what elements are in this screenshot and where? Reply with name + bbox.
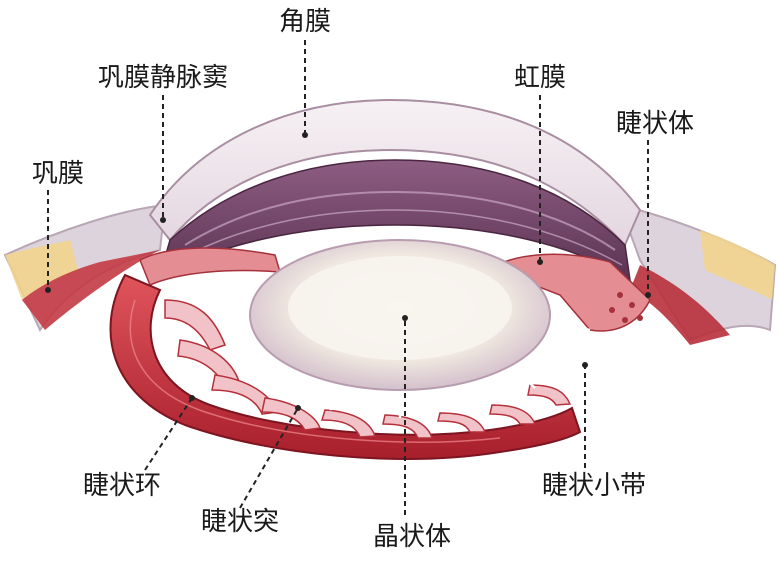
label-lens: 晶状体 bbox=[373, 522, 451, 552]
label-ciliary-zonule: 睫状小带 bbox=[542, 471, 646, 501]
lens bbox=[249, 239, 551, 391]
label-scleral-venous-sinus: 巩膜静脉窦 bbox=[98, 63, 228, 93]
leader-lines bbox=[45, 40, 651, 515]
label-sclera: 巩膜 bbox=[32, 159, 84, 189]
cornea bbox=[148, 98, 642, 247]
ciliary-processes bbox=[164, 299, 572, 439]
label-ciliary-ring: 睫状环 bbox=[83, 471, 161, 501]
label-ciliary-processes: 睫状突 bbox=[201, 507, 279, 537]
iris-band bbox=[158, 159, 631, 282]
labels: 角膜 巩膜静脉窦 虹膜 睫状体 巩膜 睫状环 睫状突 晶状体 睫状小带 bbox=[32, 7, 694, 552]
ciliary-ring bbox=[109, 273, 582, 460]
label-ciliary-body: 睫状体 bbox=[616, 109, 694, 139]
ciliary-body-left bbox=[139, 247, 282, 286]
label-iris: 虹膜 bbox=[514, 63, 566, 93]
left-sclera bbox=[3, 203, 167, 333]
label-cornea: 角膜 bbox=[279, 7, 331, 37]
ciliary-body-right bbox=[488, 253, 651, 332]
right-sclera bbox=[618, 203, 777, 345]
